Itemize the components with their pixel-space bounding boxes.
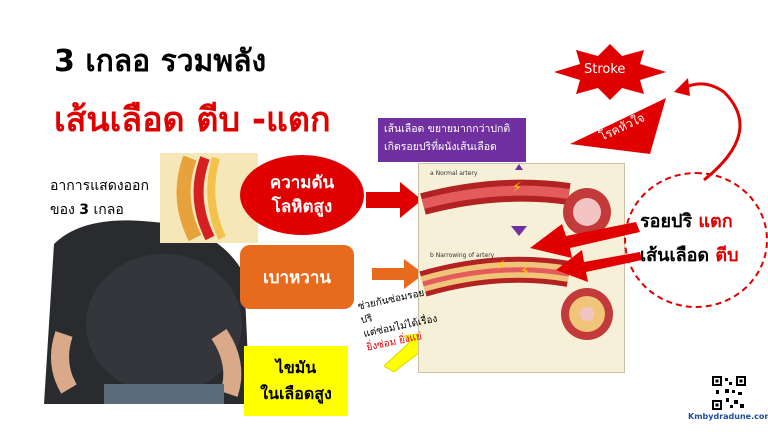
belly-photo xyxy=(44,214,256,404)
circle-line-1-red: แตก xyxy=(698,211,733,232)
title-line-1: 3 เกลอ รวมพลัง xyxy=(54,44,267,79)
qr-code xyxy=(712,376,746,410)
purple-note-line-2: เกิดรอยปริที่ผนังเส้นเลือด xyxy=(384,141,497,153)
purple-note: เส้นเลือด ขยายมากกว่าปกติ เกิดรอยปริที่ผ… xyxy=(378,118,526,162)
diabetes-box: เบาหวาน xyxy=(240,245,354,309)
red-arrow-icon xyxy=(366,182,422,218)
lightning-icon: ⚡ xyxy=(512,180,522,196)
website-label: Kmbydradune.com xyxy=(688,412,768,421)
circle-line-2-red: ตีบ xyxy=(715,245,739,266)
diagram-label-b: b Narrowing of artery xyxy=(430,252,495,259)
lightning-icon: ⚡ xyxy=(520,264,530,280)
red-left-arrow-icon xyxy=(530,222,640,258)
circle-line-1: รอยปริ แตก xyxy=(640,205,739,239)
artery-plaque-illustration xyxy=(160,153,258,243)
symptoms-number: 3 xyxy=(79,202,90,218)
purple-note-line-1: เส้นเลือด ขยายมากกว่าปกติ xyxy=(384,123,511,135)
diagram-label-a: a Normal artery xyxy=(430,170,478,177)
heart-disease-triangle xyxy=(570,98,666,154)
curved-arrow-icon xyxy=(674,78,742,182)
lipid-line-2: ในเลือดสูง xyxy=(260,384,332,403)
red-left-arrow-icon xyxy=(556,250,642,282)
stroke-label: Stroke xyxy=(584,62,626,77)
circle-line-1-prefix: รอยปริ xyxy=(640,211,693,232)
symptoms-line-1: อาการแสดงออก xyxy=(50,178,149,194)
pressure-line-2: โลหิตสูง xyxy=(271,197,333,217)
circle-line-2-prefix: เส้นเลือด xyxy=(640,245,710,266)
high-blood-pressure-oval: ความดัน โลหิตสูง xyxy=(240,155,364,235)
high-lipid-box: ไขมัน ในเลือดสูง xyxy=(244,346,348,416)
orange-arrow-icon xyxy=(372,259,424,289)
circle-line-2: เส้นเลือด ตีบ xyxy=(640,239,739,273)
circle-text: รอยปริ แตก เส้นเลือด ตีบ xyxy=(640,205,739,273)
lipid-line-1: ไขมัน xyxy=(275,358,317,377)
dashed-circle xyxy=(624,172,768,308)
title-line-2: เส้นเลือด ตีบ -แตก xyxy=(54,100,331,140)
pressure-line-1: ความดัน xyxy=(269,173,335,193)
lightning-icon: ⚡ xyxy=(496,258,506,274)
stroke-starburst xyxy=(554,44,666,100)
